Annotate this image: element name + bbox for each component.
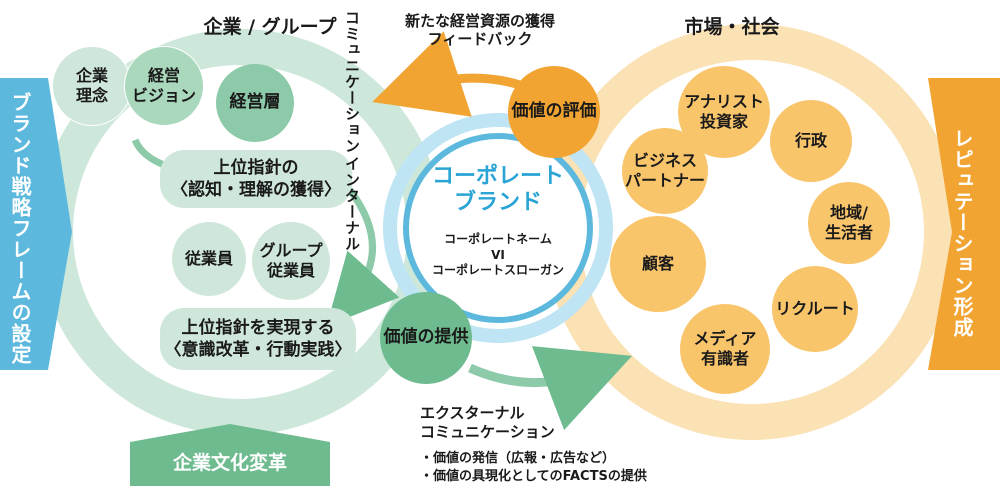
internal-comm-label: インターナル コミュニケーション bbox=[343, 10, 361, 252]
value-evaluation-label: 価値の評価 bbox=[511, 101, 597, 122]
employees-label: 従業員 bbox=[184, 249, 233, 268]
government-circle: 行政 bbox=[770, 100, 852, 182]
culture-banner-shape bbox=[130, 424, 330, 486]
culture-change-label: 企業文化変革 bbox=[172, 452, 287, 474]
partner-circle: ビジネス パートナー bbox=[622, 128, 708, 214]
brand-item-vi: VI bbox=[491, 247, 505, 262]
external-comm-label: エクスターナル コミュニケーション bbox=[420, 404, 555, 442]
analyst-line2: 投資家 bbox=[699, 112, 748, 131]
value-provision-label: 価値の提供 bbox=[383, 327, 469, 348]
market-society-title: 市場・社会 bbox=[684, 16, 780, 38]
recruit-circle: リクルート bbox=[772, 266, 858, 352]
external-comm-line1: エクスターナル bbox=[420, 404, 525, 422]
analyst-line1: アナリスト bbox=[684, 92, 764, 111]
brand-title-line1: コーポレート bbox=[431, 164, 564, 189]
internal-comm-line1: インターナル bbox=[343, 156, 361, 252]
value-evaluation-circle: 価値の評価 bbox=[508, 66, 600, 158]
reputation-banner: レピュテーション形成 bbox=[950, 128, 974, 338]
external-item-1: ・価値の発信（広報・広告など） bbox=[420, 451, 616, 466]
feedback-arrow bbox=[372, 31, 522, 117]
brand-outer-ring bbox=[383, 113, 613, 343]
external-item-2: ・価値の具現化としてのFACTSの提供 bbox=[420, 468, 647, 484]
media-line2: 有識者 bbox=[700, 349, 749, 368]
media-line1: メディア bbox=[693, 329, 757, 348]
community-line2: 生活者 bbox=[824, 223, 873, 242]
community-line1: 地域/ bbox=[830, 203, 868, 222]
vision-line2: ビジョン bbox=[131, 86, 196, 105]
recruit-label: リクルート bbox=[775, 299, 855, 318]
right-banner-shape bbox=[928, 78, 1000, 370]
policy-acquire-pill: 上位指針の 〈認知・理解の獲得〉 bbox=[160, 150, 352, 208]
management-label: 経営層 bbox=[229, 92, 281, 113]
policy-acquire-line1: 上位指針の bbox=[213, 157, 299, 178]
left-banner-shape bbox=[0, 78, 72, 370]
vision-circle: 経営 ビジョン bbox=[124, 46, 204, 126]
philosophy-line2: 理念 bbox=[75, 86, 108, 105]
corporate-brand-title: コーポレート ブランド bbox=[418, 164, 578, 217]
government-label: 行政 bbox=[794, 131, 827, 150]
value-provision-circle: 価値の提供 bbox=[380, 292, 472, 384]
philosophy-circle: 企業 理念 bbox=[52, 46, 132, 126]
policy-realize-line2: 〈意識改革・行動実践〉 bbox=[164, 340, 352, 360]
group-employees-line1: グループ bbox=[259, 241, 323, 260]
policy-acquire-line2: 〈認知・理解の獲得〉 bbox=[171, 180, 341, 200]
management-circle: 経営層 bbox=[216, 64, 294, 142]
policy-realize-line1: 上位指針を実現する bbox=[181, 317, 335, 338]
customer-label: 顧客 bbox=[641, 254, 674, 273]
policy-realize-pill: 上位指針を実現する 〈意識改革・行動実践〉 bbox=[160, 308, 356, 370]
philosophy-line1: 企業 bbox=[75, 66, 108, 85]
company-group-title: 企業 / グループ bbox=[203, 16, 337, 38]
external-comm-arrow bbox=[468, 346, 633, 431]
feedback-line2: フィードバック bbox=[427, 30, 533, 48]
employees-circle: 従業員 bbox=[172, 222, 246, 296]
external-comm-items: ・価値の発信（広報・広告など） ・価値の具現化としてのFACTSの提供 bbox=[420, 450, 647, 485]
brand-strategy-banner: ブランド戦略フレームの設定 bbox=[8, 91, 32, 365]
group-employees-line2: 従業員 bbox=[266, 261, 315, 280]
feedback-line1: 新たな経営資源の獲得 bbox=[404, 12, 555, 30]
brand-item-name: コーポレートネーム bbox=[444, 232, 552, 246]
customer-circle: 顧客 bbox=[610, 216, 706, 312]
group-employees-circle: グループ 従業員 bbox=[252, 222, 330, 300]
brand-item-slogan: コーポレートスローガン bbox=[431, 263, 564, 278]
brand-inner-ring bbox=[403, 133, 593, 323]
media-circle: メディア 有識者 bbox=[680, 304, 770, 394]
community-circle: 地域/ 生活者 bbox=[808, 182, 890, 264]
partner-line1: ビジネス bbox=[632, 151, 697, 170]
brand-elements: コーポレートネーム VI コーポレートスローガン bbox=[418, 232, 578, 279]
vision-line1: 経営 bbox=[147, 66, 180, 85]
external-comm-line2: コミュニケーション bbox=[420, 422, 555, 441]
brand-title-line2: ブランド bbox=[453, 190, 542, 216]
partner-line2: パートナー bbox=[624, 171, 705, 190]
feedback-label: 新たな経営資源の獲得 フィードバック bbox=[380, 12, 580, 48]
internal-comm-line2: コミュニケーション bbox=[343, 10, 361, 154]
